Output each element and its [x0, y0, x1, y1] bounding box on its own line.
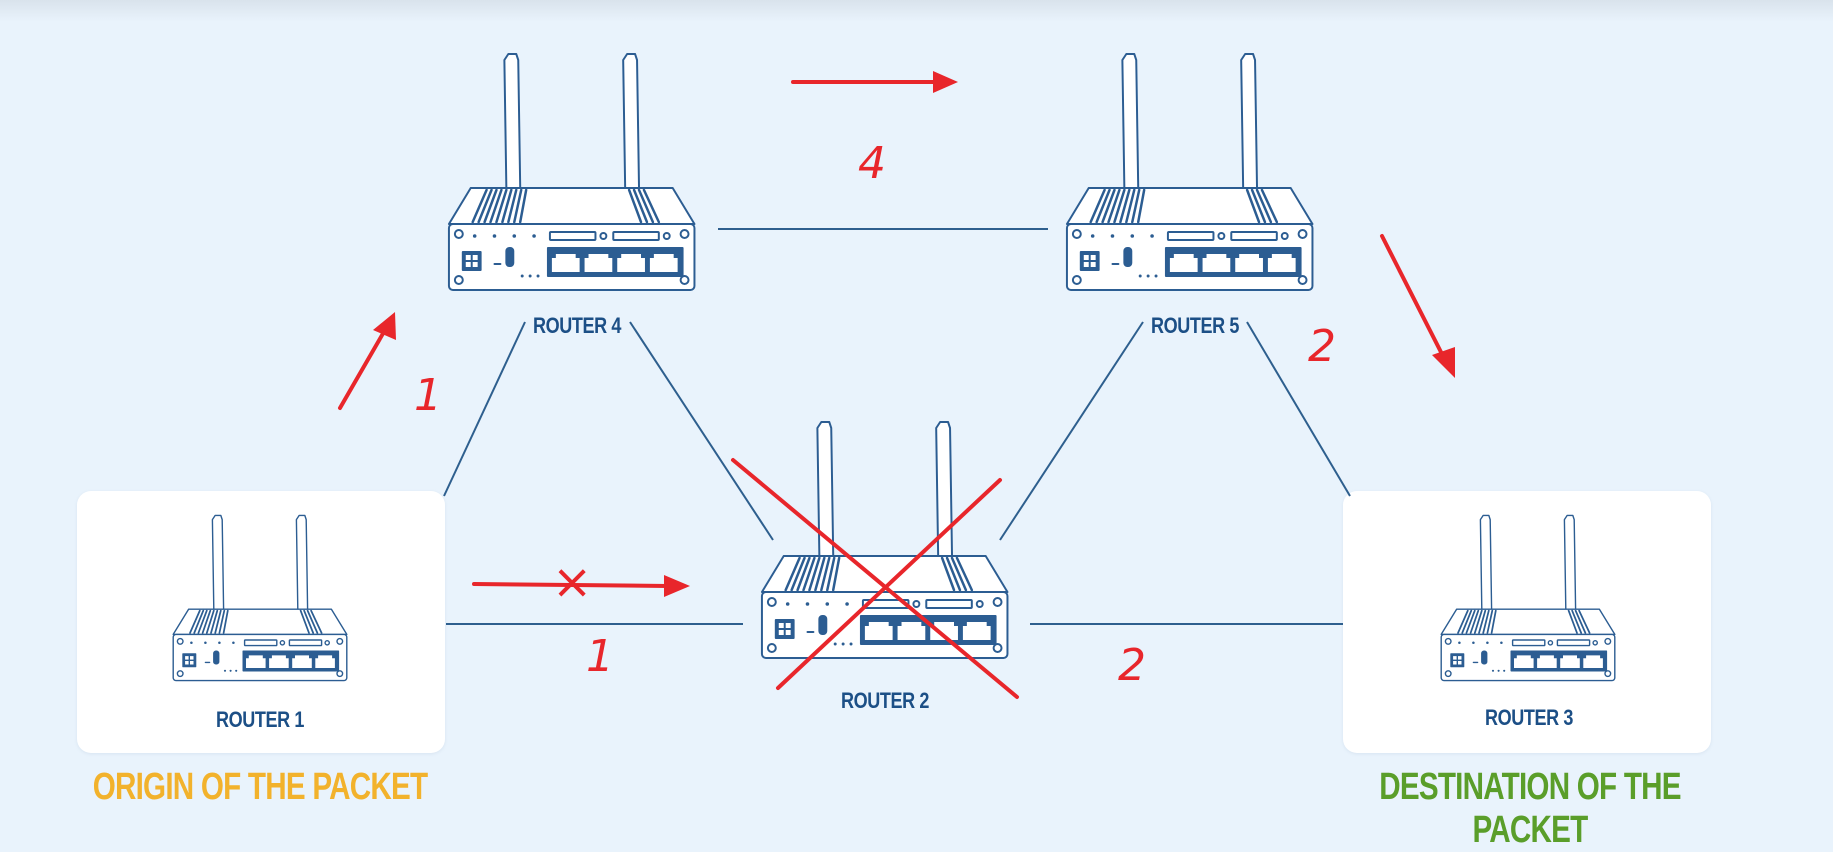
arrow-heads — [373, 71, 1455, 597]
router-5-label: ROUTER 5 — [1151, 313, 1239, 338]
link-r4-r1 — [443, 321, 526, 497]
weight-r2-r3: 2 — [1118, 640, 1146, 691]
arrow-r1-to-r4 — [338, 328, 387, 410]
route-annotations — [338, 80, 1447, 699]
router-4-label: ROUTER 4 — [533, 313, 621, 338]
weight-r5-r3: 2 — [1308, 321, 1336, 372]
arrowhead-r1-to-r2 — [664, 575, 690, 597]
router-3-label: ROUTER 3 — [1485, 705, 1573, 730]
arrow-r5-to-r3 — [1380, 234, 1447, 362]
router-4-illustration — [447, 52, 696, 292]
network-links — [443, 228, 1351, 625]
window-top-bar — [0, 0, 1833, 22]
router-3-illustration — [1440, 514, 1616, 682]
router-2-label: ROUTER 2 — [841, 688, 929, 713]
router-2-failure-cross-b — [776, 478, 1002, 690]
origin-caption: ORIGIN OF THE PACKET — [92, 766, 428, 808]
router-5-illustration — [1065, 52, 1314, 292]
arrowhead-r4-to-r5 — [933, 71, 958, 93]
arrow-r1-to-r2 — [472, 582, 670, 588]
router-2-illustration — [760, 420, 1009, 660]
router-1-illustration — [172, 514, 348, 682]
blocked-mark: × — [552, 554, 593, 610]
destination-caption: DESTINATION OF THE PACKET — [1379, 766, 1681, 851]
router-1-label: ROUTER 1 — [216, 707, 304, 732]
link-r5-r2 — [999, 321, 1144, 541]
weight-r1-r4: 1 — [414, 370, 442, 421]
link-r5-r3 — [1246, 321, 1351, 497]
weight-r4-r5: 4 — [858, 138, 886, 189]
router-2-failure-cross-a — [731, 458, 1019, 699]
link-r4-r2 — [629, 321, 774, 541]
arrowhead-r1-to-r4 — [373, 312, 396, 340]
weight-r1-r2: 1 — [586, 631, 614, 682]
arrowhead-r5-to-r3 — [1432, 347, 1455, 378]
